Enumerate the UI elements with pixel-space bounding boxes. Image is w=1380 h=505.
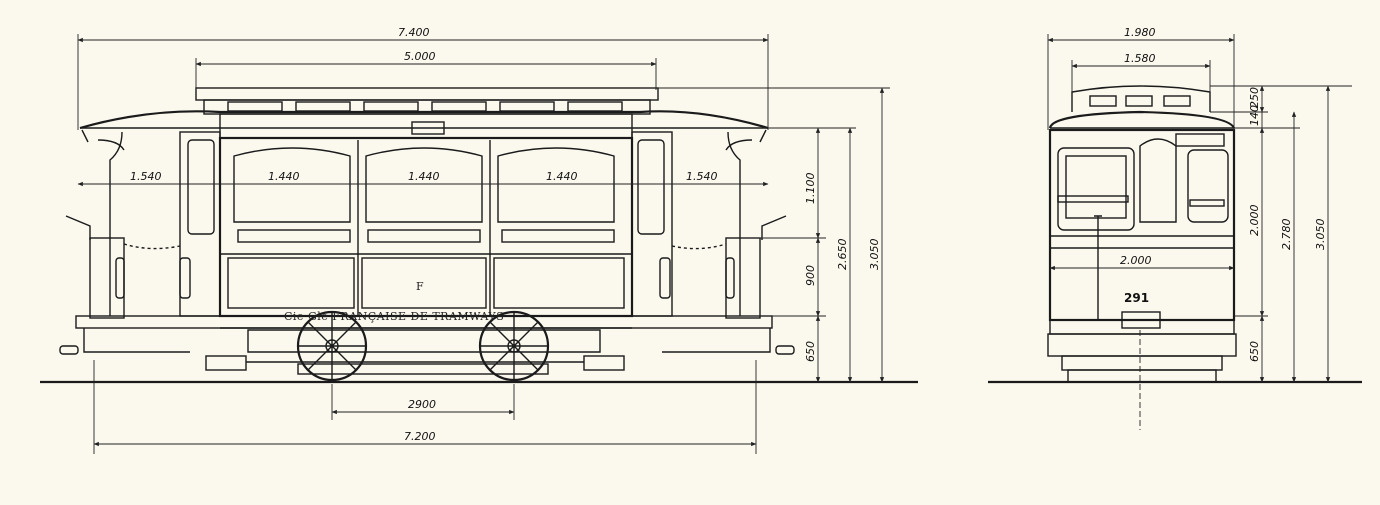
label-end-roof-width: 1.580 bbox=[1124, 52, 1156, 65]
label-window-1: 1.440 bbox=[268, 170, 300, 183]
main-roof bbox=[79, 110, 769, 130]
label-end-body-width: 2.000 bbox=[1120, 254, 1152, 267]
wheel-right bbox=[478, 310, 550, 382]
label-body-height: 2.650 bbox=[836, 239, 849, 271]
dash-left bbox=[89, 237, 125, 319]
company-emblem: F bbox=[416, 280, 424, 293]
label-end-roof-height: 2.780 bbox=[1280, 219, 1293, 251]
label-cornice-height: 140 bbox=[1248, 105, 1261, 126]
side-elevation: Cie Gle FRANÇAISE DE TRAMWAYS F 7.400 5.… bbox=[40, 26, 918, 454]
car-number: 291 bbox=[1124, 291, 1149, 305]
saloon-body bbox=[218, 136, 634, 318]
label-upper-height: 1.100 bbox=[804, 173, 817, 205]
window-left bbox=[233, 147, 351, 223]
label-low-height: 650 bbox=[804, 341, 817, 362]
label-end-total-height: 3.050 bbox=[1314, 219, 1327, 251]
wheel-left bbox=[296, 310, 368, 382]
label-window-3: 1.440 bbox=[546, 170, 578, 183]
window-center bbox=[365, 147, 483, 223]
dash-right bbox=[725, 237, 761, 319]
body-lettering: Cie Gle FRANÇAISE DE TRAMWAYS bbox=[284, 310, 504, 323]
label-wheelbase: 2900 bbox=[408, 398, 436, 411]
truck-frame bbox=[247, 329, 601, 353]
label-lantern-height: 250 bbox=[1248, 87, 1261, 108]
clerestory-roof bbox=[195, 87, 659, 101]
label-total-height: 3.050 bbox=[868, 239, 881, 271]
label-platform-right: 1.540 bbox=[686, 170, 718, 183]
label-end-body-height: 2.000 bbox=[1248, 205, 1261, 237]
lantern-roof bbox=[1071, 85, 1211, 112]
label-roof-length: 5.000 bbox=[404, 50, 436, 63]
label-mid-height: 900 bbox=[804, 265, 817, 286]
label-chassis-length: 7.200 bbox=[404, 430, 436, 443]
label-overall-length: 7.400 bbox=[398, 26, 430, 39]
label-end-low-height: 650 bbox=[1248, 341, 1261, 362]
label-platform-left: 1.540 bbox=[130, 170, 162, 183]
end-elevation: 291 1.980 1.580 2.000 250 140 2.000 650 … bbox=[988, 26, 1362, 430]
label-end-overall-width: 1.980 bbox=[1124, 26, 1156, 39]
label-window-2: 1.440 bbox=[408, 170, 440, 183]
window-right bbox=[497, 147, 615, 223]
